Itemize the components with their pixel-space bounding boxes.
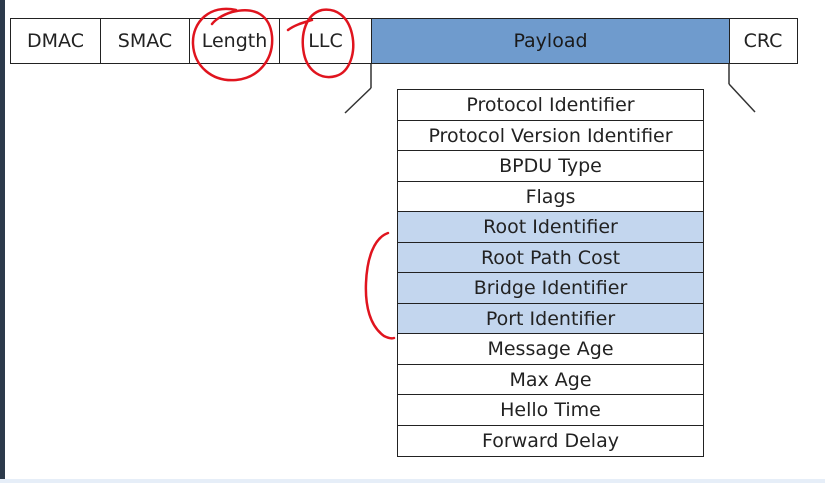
bpdu-field-protocol-version-identifier: Protocol Version Identifier	[397, 119, 704, 152]
connector-left-diagonal	[344, 87, 372, 114]
bpdu-field-bridge-identifier: Bridge Identifier	[397, 272, 704, 304]
connector-right-diagonal	[728, 83, 756, 113]
frame-field-length: Length	[189, 18, 280, 64]
frame-field-crc: CRC	[728, 18, 798, 64]
ethernet-frame-row: DMAC SMAC Length LLC Payload CRC	[10, 18, 798, 64]
bpdu-field-flags: Flags	[397, 180, 704, 213]
bpdu-field-max-age: Max Age	[397, 363, 704, 396]
window-left-edge	[0, 0, 5, 483]
bpdu-field-message-age: Message Age	[397, 333, 704, 365]
annotation-bracket-identifiers	[364, 231, 396, 340]
frame-field-llc: LLC	[278, 18, 373, 64]
bpdu-field-forward-delay: Forward Delay	[397, 424, 704, 457]
frame-field-dmac: DMAC	[10, 18, 101, 64]
bpdu-field-hello-time: Hello Time	[397, 394, 704, 426]
bpdu-field-protocol-identifier: Protocol Identifier	[397, 89, 704, 121]
frame-field-smac: SMAC	[99, 18, 191, 64]
bpdu-field-table: Protocol Identifier Protocol Version Ide…	[397, 89, 704, 457]
bpdu-field-port-identifier: Port Identifier	[397, 302, 704, 335]
window-bottom-edge	[0, 479, 825, 483]
frame-field-payload: Payload	[371, 18, 730, 64]
bpdu-field-root-identifier: Root Identifier	[397, 211, 704, 243]
bpdu-field-root-path-cost: Root Path Cost	[397, 241, 704, 274]
bpdu-field-bpdu-type: BPDU Type	[397, 150, 704, 182]
